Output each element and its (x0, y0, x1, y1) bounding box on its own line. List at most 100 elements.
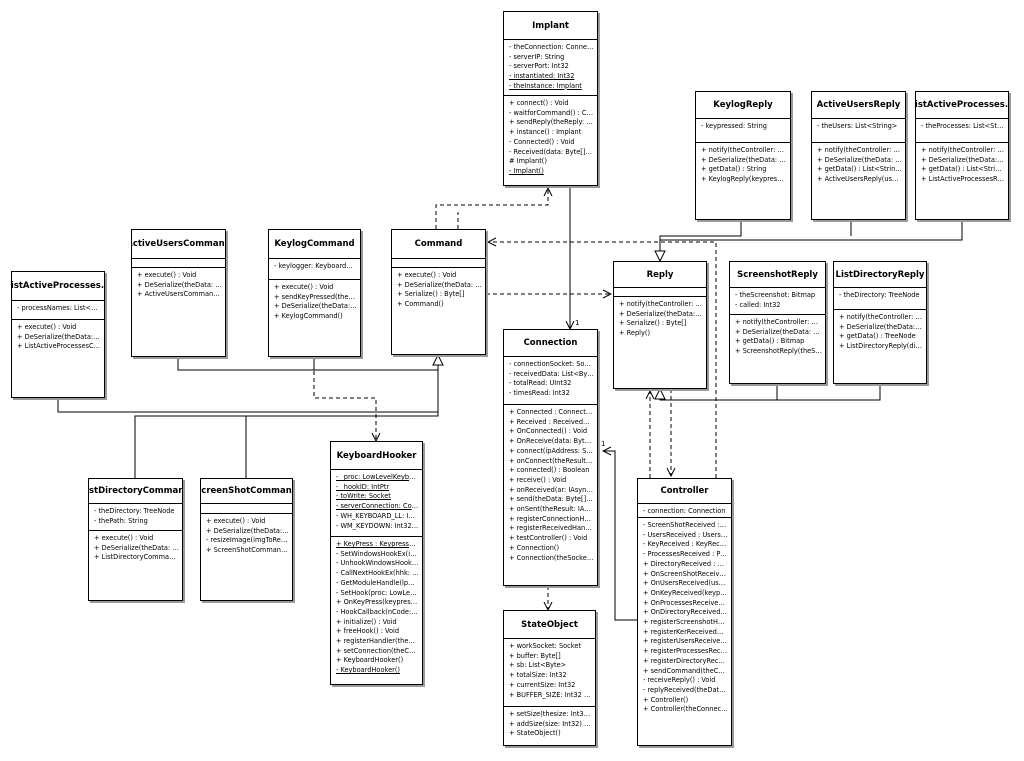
method: + getData() : List<String> (921, 165, 1008, 174)
method: - Received(data: Byte[]) :... (509, 147, 597, 156)
class-title: Command (392, 230, 485, 259)
method: + Received : ReceivedHand... (509, 417, 597, 426)
method: + ActiveUsersReply(users:... (817, 175, 905, 184)
method: + sendReply(theReply: Repl... (509, 118, 597, 127)
method: + DeSerialize(theData: Byte... (206, 526, 292, 535)
method: - Implant() (509, 166, 544, 175)
class-title: StateObject (504, 611, 595, 639)
method: + execute() : Void (17, 323, 77, 331)
command-class[interactable]: Command + execute() : Void + DeSerialize… (391, 229, 486, 355)
method: + freeHook() : Void (336, 627, 400, 636)
method: - SetHook(proc: LowLevelK... (336, 588, 422, 597)
fields-section: - theScreenshot: Bitmap - called: Int32 (730, 288, 825, 315)
fields-section (392, 259, 485, 268)
listdirectoryreply-class[interactable]: ListDirectoryReply - theDirectory: TreeN… (833, 261, 927, 384)
methods-section: + Connected : ConnectedH... + Received :… (504, 405, 597, 566)
keylogcommand-class[interactable]: KeylogCommand - keylogger: KeyboardHook.… (268, 229, 361, 357)
field: - totalRead: UInt32 (509, 379, 572, 388)
method: + DeSerialize(theData: Byte... (17, 332, 104, 341)
field: - theProcesses: List<String> (921, 122, 1008, 130)
method: + registerScreenshotHandle... (643, 618, 731, 627)
method: + DeSerialize(theData: Byte... (274, 302, 360, 311)
method: + OnDirectoryReceived(dire... (643, 608, 731, 617)
method: + onSent(theResult: IAsync... (509, 505, 597, 514)
method: + testController() : Void (509, 534, 588, 543)
activeuserscommand-class[interactable]: ActiveUsersCommand + execute() : Void + … (131, 229, 226, 357)
method: + DeSerialize(theData: Byte... (921, 155, 1008, 164)
field: + sb: List<Byte> (509, 661, 567, 670)
method: + ListActiveProcessesReply(... (921, 175, 1008, 184)
field: - theDirectory: TreeNode (94, 507, 175, 515)
method: - KeyboardHooker() (336, 666, 400, 675)
method: + notify(theController: Contr... (619, 300, 706, 308)
keylogcommand-keyboardhooker-dependency (313, 357, 376, 441)
method: + execute() : Void (94, 534, 154, 542)
fields-section: - keylogger: KeyboardHook... (269, 259, 360, 280)
method: + OnScreenShotReceived(... (643, 569, 731, 578)
reply-class[interactable]: Reply + notify(theController: Contr... +… (613, 261, 707, 389)
method: + DeSerialize(theData: Byte... (839, 322, 926, 331)
method: + DeSerialize(theData: Byte... (397, 280, 485, 289)
method: + getData() : Bitmap (735, 337, 805, 346)
method: + getData() : String (701, 165, 767, 174)
field: + totalSize: Int32 (509, 671, 567, 680)
connection-class[interactable]: Connection - connectionSocket: Socket - … (503, 329, 598, 586)
method: - Connected() : Void (509, 137, 575, 146)
fields-section: - processNames: List<Strin... (12, 301, 104, 320)
class-title: Reply (614, 262, 706, 288)
fields-section (614, 288, 706, 297)
methods-section: + execute() : Void + DeSerialize(theData… (201, 514, 292, 559)
class-title: KeylogCommand (269, 230, 360, 259)
class-title: Implant (504, 12, 597, 40)
class-title: ListDirectoryReply (834, 262, 926, 288)
field: - keylogger: KeyboardHook... (274, 262, 360, 270)
listdirectorycommand-class[interactable]: ListDirectoryCommand - theDirectory: Tre… (88, 478, 183, 601)
screenshotcommand-class[interactable]: ScreenShotCommand + execute() : Void + D… (200, 478, 293, 601)
listactiveprocessescommand-class[interactable]: ListActiveProcesses... - processNames: L… (11, 271, 105, 398)
method: + getData() : List<String> (817, 165, 905, 174)
method: + sendKeyPressed(theKey:... (274, 292, 360, 301)
implant-class[interactable]: Implant - theConnection: Connection - se… (503, 11, 598, 186)
method: - SetWindowsHookEx(idHoo... (336, 549, 422, 558)
method: + connect(ipAddress: String... (509, 446, 597, 455)
fields-section: - theConnection: Connection - serverIP: … (504, 40, 597, 96)
method: + registerDirectoryReceived... (643, 656, 731, 665)
method: - GetModuleHandle(lpModu... (336, 578, 422, 587)
field: - instantiated: Int32 (509, 72, 575, 81)
method: + Connected : ConnectedH... (509, 408, 597, 416)
field: + workSocket: Socket (509, 642, 582, 650)
keylogreply-class[interactable]: KeylogReply - keypressed: String + notif… (695, 91, 791, 220)
listactiveprocessesreply-class[interactable]: ListActiveProcesses... - theProcesses: L… (915, 91, 1009, 220)
class-title: ListActiveProcesses... (916, 92, 1008, 119)
method: + execute() : Void (206, 517, 266, 525)
methods-section: + notify(theController: Contr... + DeSer… (614, 297, 706, 342)
method: + notify(theController: Contr... (921, 146, 1008, 154)
field: - serverPort: Int32 (509, 62, 569, 71)
class-title: ListActiveProcesses... (12, 272, 104, 301)
method: + DirectoryReceived : Direc... (643, 559, 731, 568)
class-title: ScreenshotReply (730, 262, 825, 288)
controller-class[interactable]: Controller - connection: Connection - Sc… (637, 478, 732, 746)
stateobject-class[interactable]: StateObject + workSocket: Socket + buffe… (503, 610, 596, 746)
method: - UsersReceived : UsersRe... (643, 530, 731, 539)
fields-section: - theDirectory: TreeNode - thePath: Stri… (89, 504, 182, 531)
method: + addSize(size: Int32) : Void (509, 719, 595, 728)
method: + Serialize() : Byte[] (397, 290, 465, 299)
field: - WM_KEYDOWN: Int32 = ... (336, 521, 422, 530)
method: + KeylogReply(keypressed:... (701, 175, 790, 184)
field: - theScreenshot: Bitmap (735, 291, 816, 299)
activeusersreply-class[interactable]: ActiveUsersReply - theUsers: List<String… (811, 91, 906, 220)
fields-section: - keypressed: String (696, 119, 790, 143)
screenshotreply-class[interactable]: ScreenshotReply - theScreenshot: Bitmap … (729, 261, 826, 384)
class-title: Connection (504, 330, 597, 357)
method: + notify(theController: Contr... (701, 146, 790, 154)
field: - connectionSocket: Socket (509, 360, 597, 368)
field: + buffer: Byte[] (509, 651, 561, 660)
multiplicity-label: 1 (575, 319, 580, 327)
field: - WH_KEYBOARD_LL: Int32... (336, 511, 422, 520)
field: - timesRead: Int32 (509, 389, 570, 398)
keyboardhooker-class[interactable]: KeyboardHooker - _proc: LowLevelKeyboard… (330, 441, 423, 685)
methods-section: + notify(theController: Contr... + DeSer… (834, 310, 926, 355)
class-title: ActiveUsersReply (812, 92, 905, 119)
listactiveprocessescommand-generalization (57, 366, 439, 413)
